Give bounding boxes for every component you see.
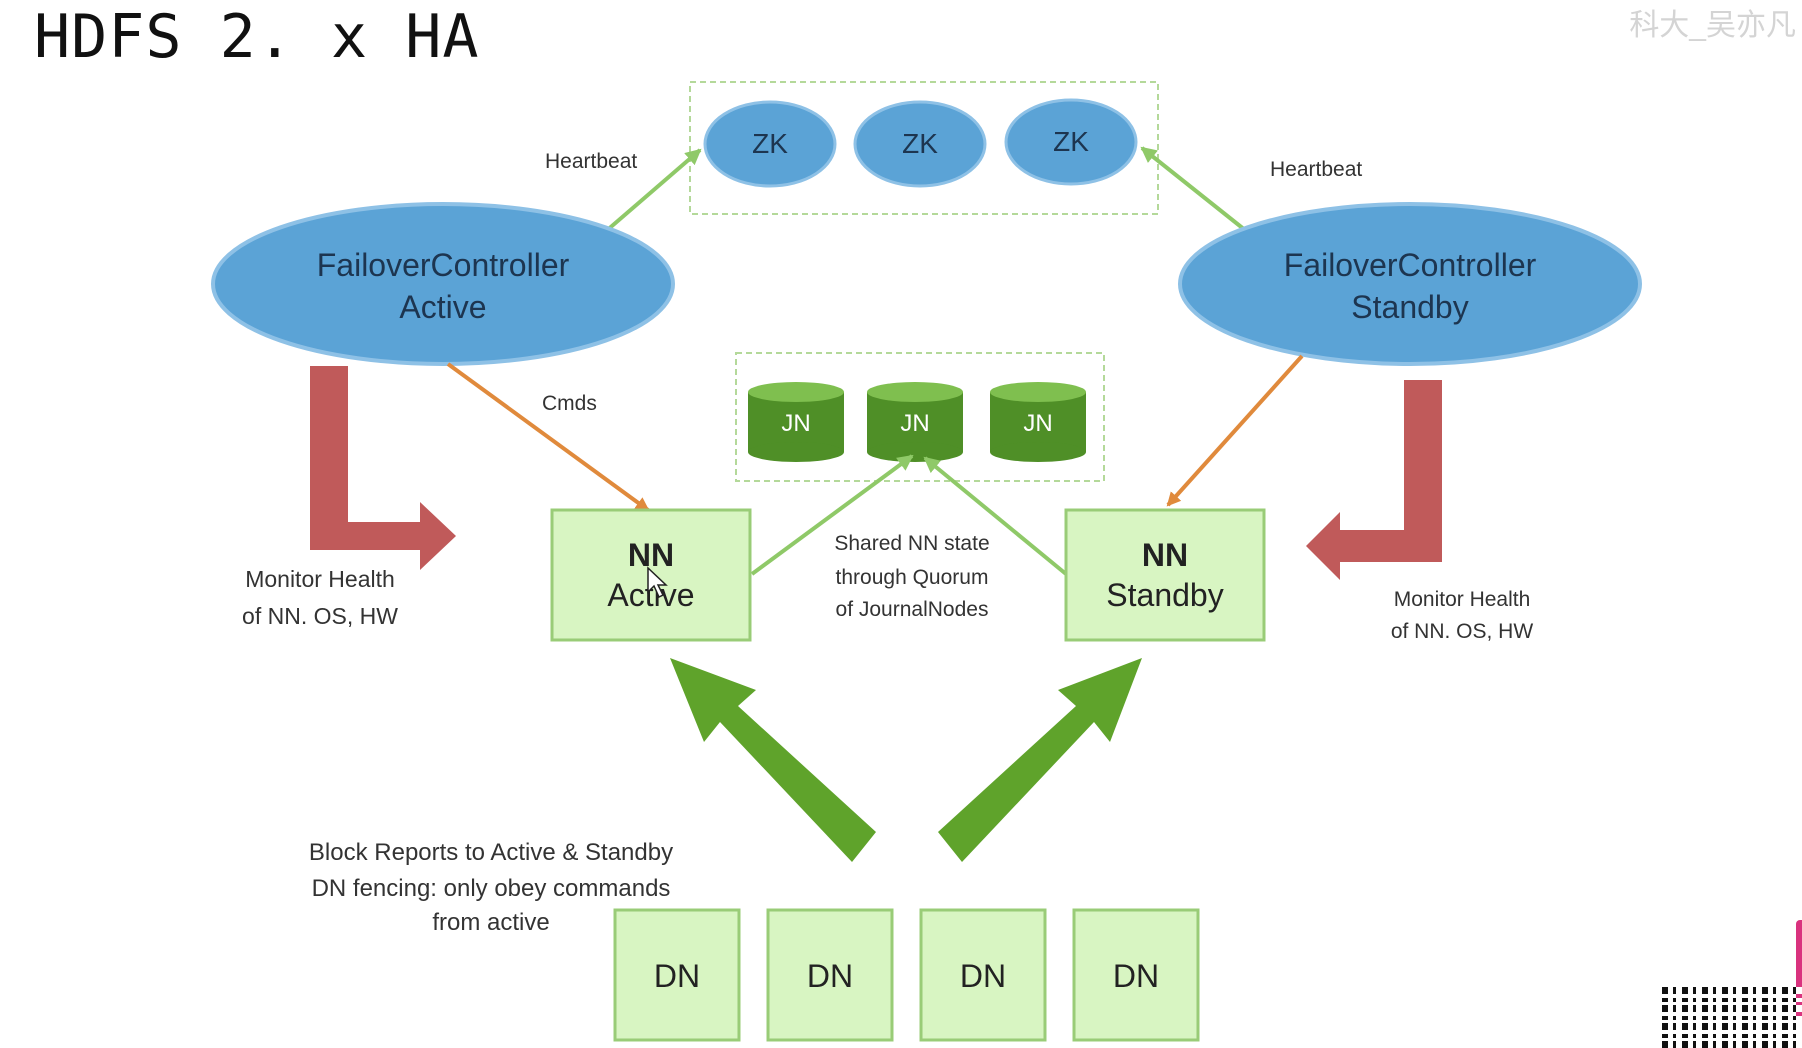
shared-state-line2: through Quorum (836, 566, 989, 589)
shared-state-line1: Shared NN state (834, 532, 989, 555)
jn-group-border (735, 352, 1105, 482)
nn-standby-line1: NN (1142, 537, 1188, 573)
nn-standby-box: NN Standby (1064, 508, 1266, 642)
watermark-text: 科大_吴亦凡 (1629, 9, 1796, 42)
data-node-2: DN (766, 908, 894, 1042)
data-node-1-label: DN (654, 958, 700, 994)
monitor-left-line1: Monitor Health (245, 566, 395, 592)
block-report-arrow-left (670, 658, 876, 862)
slide-title: HDFS 2. x HA (34, 2, 480, 72)
journal-node-2-label: JN (900, 410, 929, 437)
heartbeat-arrow-left (603, 148, 702, 234)
journal-node-1-label: JN (781, 410, 810, 437)
shared-arrow-left (750, 454, 914, 576)
zk-node-3-label: ZK (1053, 126, 1089, 157)
journal-node-1: JN (748, 382, 844, 462)
heartbeat-label-left: Heartbeat (545, 150, 637, 173)
failover-standby-line1: FailoverController (1284, 247, 1537, 283)
failover-controller-active: FailoverController Active (211, 202, 675, 366)
zk-node-2-label: ZK (902, 128, 938, 159)
nn-active-line1: NN (628, 537, 674, 573)
failover-active-line2: Active (399, 289, 486, 325)
data-node-2-label: DN (807, 958, 853, 994)
block-reports-caption: Block Reports to Active & Standby DN fen… (309, 839, 673, 936)
shared-state-caption: Shared NN state through Quorum of Journa… (834, 532, 989, 621)
monitor-health-left-caption: Monitor Health of NN. OS, HW (242, 566, 398, 629)
mouse-cursor-icon (647, 566, 668, 599)
block-report-arrow-right (938, 658, 1142, 862)
side-tab-edge (1796, 920, 1802, 1020)
zk-node-3: ZK (1004, 98, 1138, 186)
heartbeat-arrow-right (1140, 146, 1247, 232)
cmds-arrow-right (1166, 354, 1304, 507)
block-reports-line2: DN fencing: only obey commands (312, 875, 671, 902)
shared-state-line3: of JournalNodes (836, 598, 989, 621)
data-node-3: DN (919, 908, 1047, 1042)
monitor-arrow-right (1306, 380, 1442, 580)
data-node-3-label: DN (960, 958, 1006, 994)
monitor-right-line2: of NN. OS, HW (1391, 620, 1534, 643)
journal-node-3-label: JN (1023, 410, 1052, 437)
monitor-right-line1: Monitor Health (1394, 588, 1531, 611)
failover-controller-standby: FailoverController Standby (1178, 202, 1642, 366)
failover-standby-line2: Standby (1351, 289, 1468, 325)
monitor-left-line2: of NN. OS, HW (242, 603, 398, 629)
cmds-label: Cmds (542, 392, 597, 415)
nn-standby-line2: Standby (1106, 577, 1223, 613)
journal-node-3: JN (990, 382, 1086, 462)
qr-code-icon (1662, 986, 1802, 1048)
zk-node-1: ZK (703, 100, 837, 188)
zk-group-border (689, 81, 1159, 215)
zk-node-1-label: ZK (752, 128, 788, 159)
data-node-4: DN (1072, 908, 1200, 1042)
data-node-1: DN (613, 908, 741, 1042)
failover-active-line1: FailoverController (317, 247, 570, 283)
block-reports-line3: from active (432, 909, 549, 936)
cmds-arrow-left (446, 362, 650, 512)
block-reports-line1: Block Reports to Active & Standby (309, 839, 673, 866)
shared-arrow-right (923, 456, 1068, 576)
heartbeat-label-right: Heartbeat (1270, 158, 1362, 181)
zk-node-2: ZK (853, 100, 987, 188)
monitor-arrow-left (310, 366, 456, 570)
monitor-health-right-caption: Monitor Health of NN. OS, HW (1391, 588, 1534, 643)
data-node-4-label: DN (1113, 958, 1159, 994)
journal-node-2: JN (867, 382, 963, 462)
nn-active-box: NN Active (550, 508, 752, 642)
